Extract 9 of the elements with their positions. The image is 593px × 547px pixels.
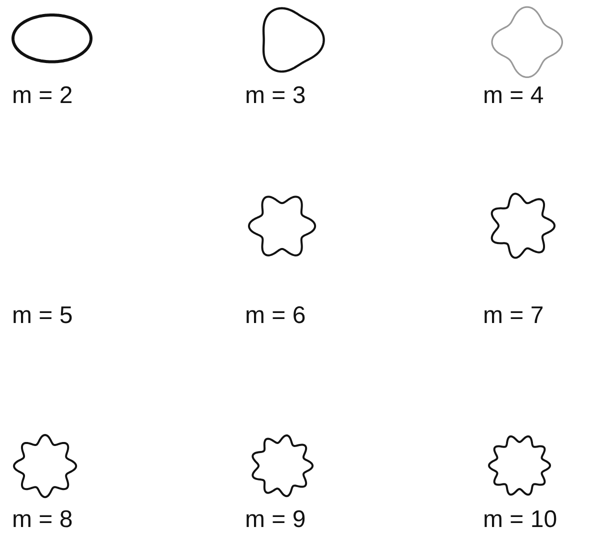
parameter-label: m = 8 bbox=[12, 508, 73, 532]
parameter-label: m = 9 bbox=[245, 508, 306, 532]
parameter-label: m = 10 bbox=[483, 508, 558, 532]
parameter-label: m = 6 bbox=[245, 304, 306, 328]
parameter-label: m = 7 bbox=[483, 304, 544, 328]
parameter-label: m = 2 bbox=[12, 84, 73, 108]
parameter-label: m = 3 bbox=[245, 84, 306, 108]
parameter-label: m = 5 bbox=[12, 304, 73, 328]
parameter-label: m = 4 bbox=[483, 84, 544, 108]
